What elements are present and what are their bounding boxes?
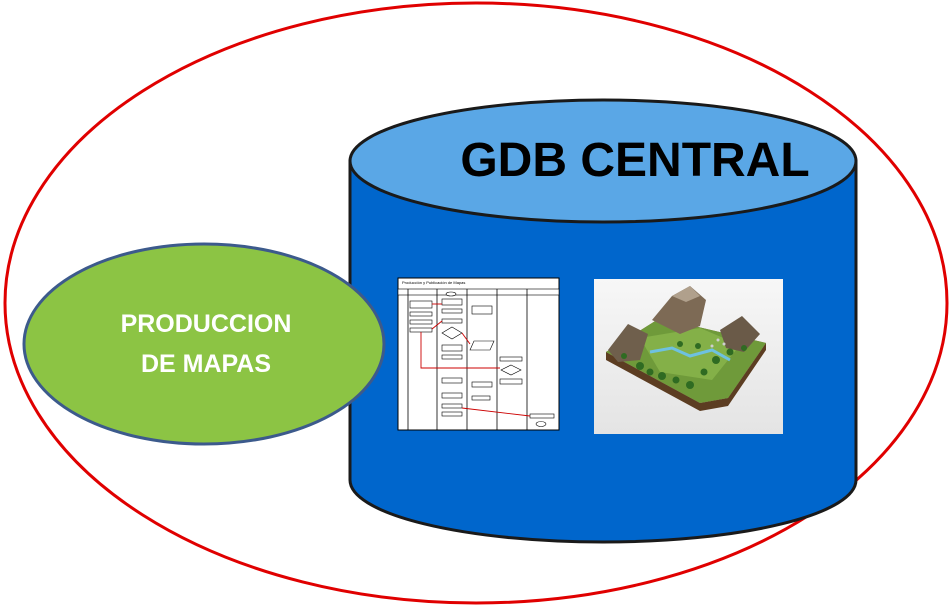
production-label-line2: DE MAPAS bbox=[141, 350, 271, 378]
cylinder-top bbox=[348, 98, 858, 224]
flowchart-title: Producción y Publicación de Mapas bbox=[402, 280, 465, 285]
production-label-line1: PRODUCCION bbox=[121, 310, 292, 338]
production-ellipse bbox=[22, 242, 386, 446]
terrain-thumbnail bbox=[594, 279, 783, 434]
scope-ellipse bbox=[3, 1, 949, 605]
flowchart-thumbnail: Producción y Publicación de Mapas bbox=[397, 277, 560, 431]
production-bubble: PRODUCCION DE MAPAS bbox=[22, 242, 386, 446]
database-title: GDB CENTRAL bbox=[460, 134, 809, 187]
